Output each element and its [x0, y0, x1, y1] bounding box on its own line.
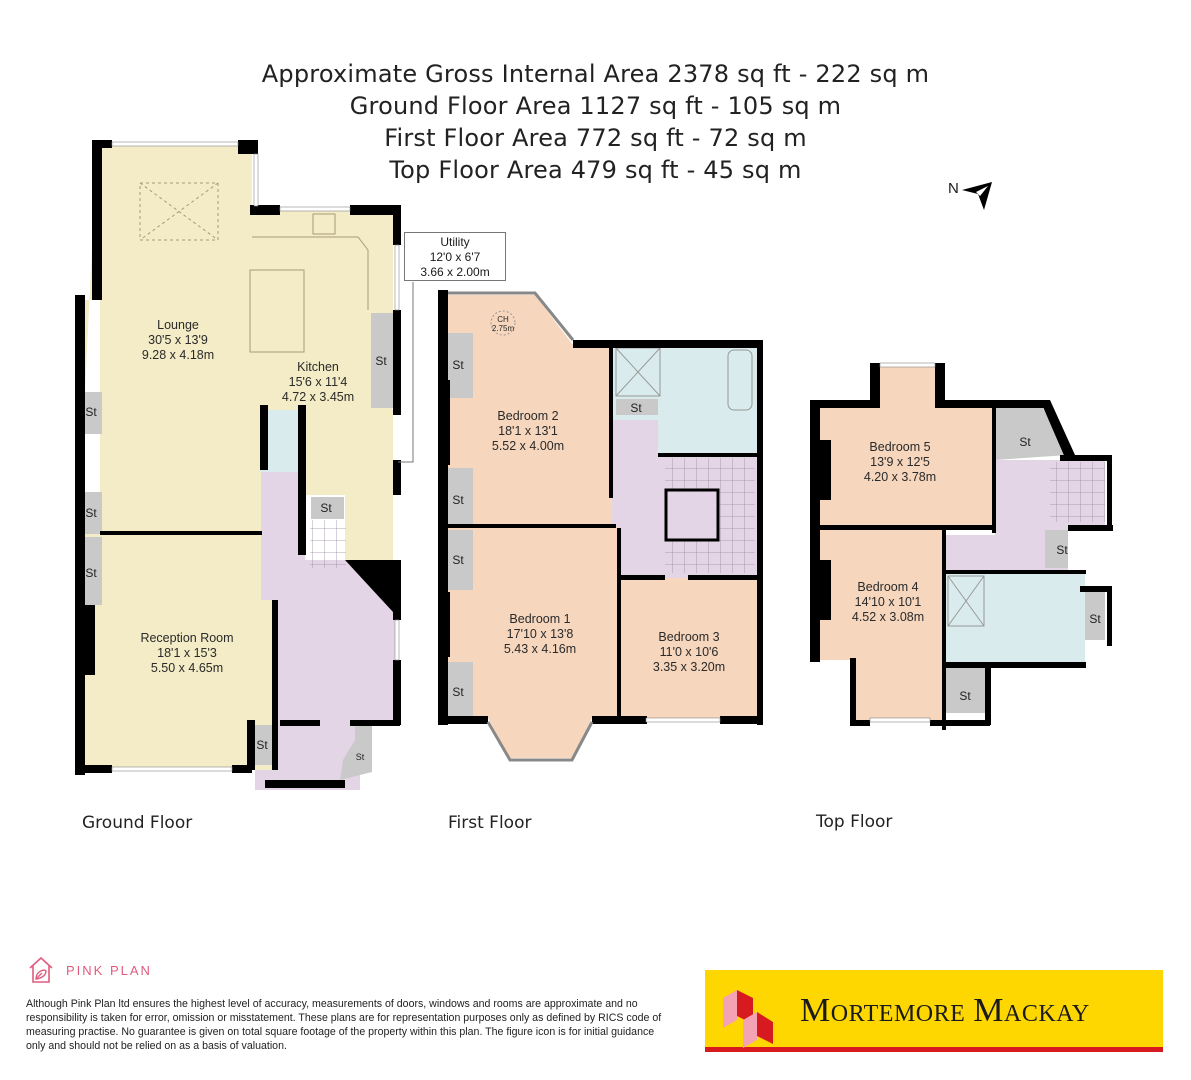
- room-label-bedroom-3: Bedroom 3 11'0 x 10'6 3.35 x 3.20m: [653, 630, 725, 675]
- ch-label: CH: [497, 315, 509, 324]
- storage-label: St: [85, 566, 97, 580]
- ch-value: 2.75m: [491, 324, 515, 333]
- room-imperial: 12'0 x 6'7: [429, 250, 481, 264]
- room-metric: 9.28 x 4.18m: [141, 348, 215, 362]
- room-imperial: 30'5 x 13'9: [148, 333, 208, 347]
- storage-label: St: [355, 752, 365, 762]
- room-imperial: 15'6 x 11'4: [288, 375, 348, 389]
- storage-label: St: [256, 738, 268, 752]
- top-area-line: Top Floor Area 479 sq ft - 45 sq m: [389, 156, 802, 184]
- room-name: Bedroom 4: [857, 580, 919, 594]
- top-floor-plan: [75, 362, 1113, 730]
- room-metric: 3.35 x 3.20m: [652, 660, 726, 674]
- utility-callout: Utility 12'0 x 6'7 3.66 x 2.00m: [404, 232, 506, 281]
- ground-floor-label: Ground Floor: [82, 813, 193, 833]
- room-label-bedroom-2: Bedroom 2 18'1 x 13'1 5.52 x 4.00m: [492, 409, 564, 454]
- room-metric: 5.43 x 4.16m: [503, 642, 577, 656]
- room-name: Utility: [440, 235, 470, 249]
- north-label: N: [948, 180, 959, 197]
- top-floor-label: Top Floor: [816, 812, 893, 832]
- storage-label: St: [959, 689, 971, 703]
- agent-name-first: Mortemore: [800, 992, 966, 1029]
- storage-label: St: [452, 493, 464, 507]
- room-imperial: 11'0 x 10'6: [659, 645, 719, 659]
- storage-label: St: [320, 501, 332, 515]
- room-imperial: 14'10 x 10'1: [854, 595, 922, 609]
- pink-plan-name: PINK PLAN: [66, 962, 152, 978]
- room-name: Bedroom 3: [658, 630, 720, 644]
- storage-label: St: [85, 506, 97, 520]
- room-imperial: 18'1 x 13'1: [498, 424, 558, 438]
- room-imperial: 18'1 x 15'3: [157, 646, 217, 660]
- room-name: Bedroom 1: [509, 612, 571, 626]
- north-arrow-icon: [962, 182, 992, 210]
- room-metric: 5.50 x 4.65m: [150, 661, 224, 675]
- house-leaf-icon: [29, 956, 53, 983]
- pink-plan-logo: PINK PLAN: [26, 955, 152, 985]
- storage-label: St: [85, 405, 97, 419]
- room-metric: 4.20 x 3.78m: [863, 470, 937, 484]
- mortemore-mackay-logo: Mortemore Mackay: [705, 970, 1163, 1052]
- agent-name-second: Mackay: [973, 992, 1090, 1029]
- first-area-line: First Floor Area 772 sq ft - 72 sq m: [384, 124, 807, 152]
- area-summary: Approximate Gross Internal Area 2378 sq …: [0, 58, 1191, 186]
- first-floor-plan: [438, 290, 763, 762]
- storage-label: St: [375, 354, 387, 368]
- room-name: Bedroom 5: [869, 440, 931, 454]
- room-label-bedroom-4: Bedroom 4 14'10 x 10'1 4.52 x 3.08m: [852, 580, 924, 625]
- first-floor-label: First Floor: [448, 813, 532, 833]
- gross-area-line: Approximate Gross Internal Area 2378 sq …: [261, 60, 930, 88]
- room-name: Lounge: [157, 318, 199, 332]
- room-name: Bedroom 2: [497, 409, 559, 423]
- storage-label: St: [630, 401, 642, 415]
- storage-label: St: [1056, 543, 1068, 557]
- room-metric: 3.66 x 2.00m: [420, 265, 490, 279]
- room-metric: 5.52 x 4.00m: [491, 439, 565, 453]
- storage-label: St: [1019, 435, 1031, 449]
- room-imperial: 17'10 x 13'8: [506, 627, 574, 641]
- north-compass: N: [946, 176, 996, 216]
- room-metric: 4.52 x 3.08m: [851, 610, 925, 624]
- ground-area-line: Ground Floor Area 1127 sq ft - 105 sq m: [349, 92, 842, 120]
- room-name: Reception Room: [140, 631, 234, 645]
- storage-label: St: [1089, 612, 1101, 626]
- room-name: Kitchen: [297, 360, 339, 374]
- room-label-reception: Reception Room 18'1 x 15'3 5.50 x 4.65m: [140, 631, 233, 676]
- disclaimer-text: Although Pink Plan ltd ensures the highe…: [26, 998, 662, 1052]
- room-label-bedroom-1: Bedroom 1 17'10 x 13'8 5.43 x 4.16m: [504, 612, 576, 657]
- room-metric: 4.72 x 3.45m: [281, 390, 355, 404]
- ground-floor-plan: [75, 140, 414, 790]
- room-imperial: 13'9 x 12'5: [870, 455, 930, 469]
- room-label-kitchen: Kitchen 15'6 x 11'4 4.72 x 3.45m: [282, 360, 354, 405]
- mm-blocks-icon: [723, 990, 773, 1048]
- storage-label: St: [452, 685, 464, 699]
- storage-label: St: [452, 358, 464, 372]
- room-label-bedroom-5: Bedroom 5 13'9 x 12'5 4.20 x 3.78m: [864, 440, 936, 485]
- room-label-lounge: Lounge 30'5 x 13'9 9.28 x 4.18m: [142, 318, 214, 363]
- agent-name: Mortemore Mackay: [800, 992, 1090, 1030]
- storage-label: St: [452, 553, 464, 567]
- ceiling-height-marker: CH 2.75m: [492, 315, 514, 333]
